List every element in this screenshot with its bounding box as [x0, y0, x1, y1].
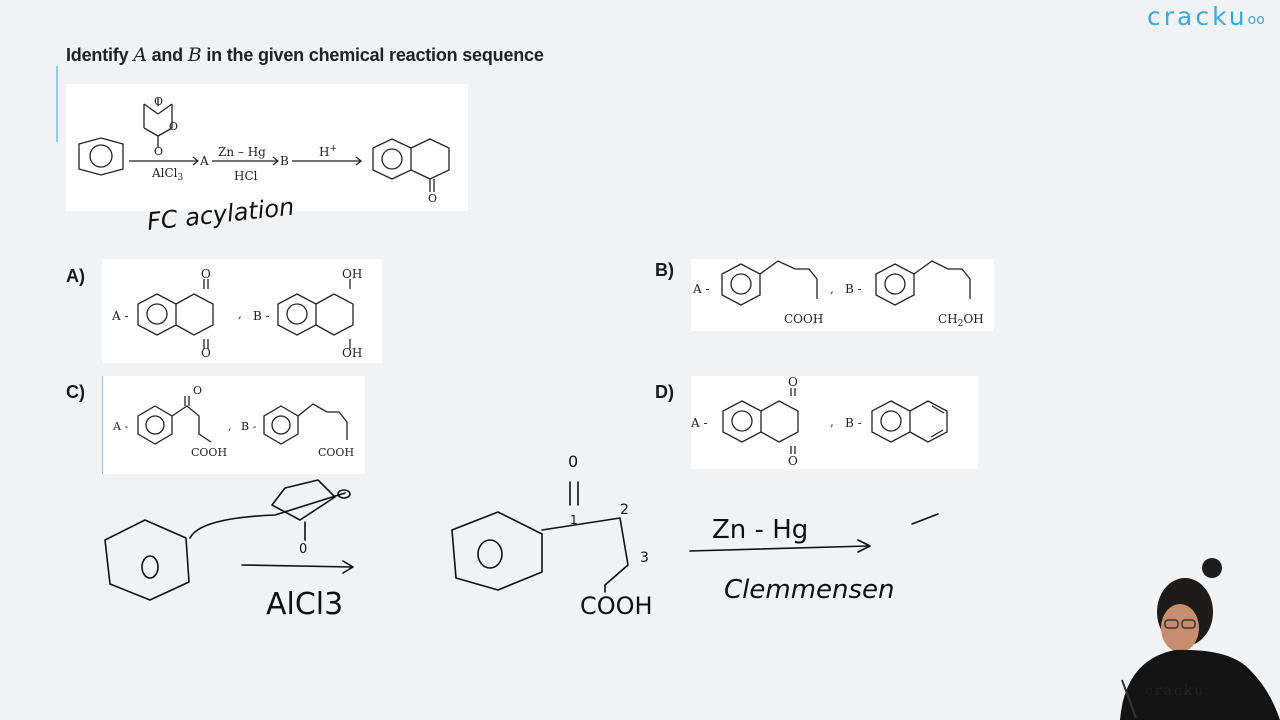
svg-text:OH: OH [342, 346, 362, 360]
svg-text:A -: A - [691, 416, 708, 430]
reagent-h-plus: H [319, 145, 329, 159]
svg-text:COOH: COOH [784, 312, 823, 326]
svg-text:O: O [788, 454, 798, 468]
option-a-label[interactable]: A) [66, 266, 85, 286]
presenter-shirt [1120, 649, 1280, 720]
svg-text:A -: A - [692, 282, 710, 296]
reagent-zn-hg: Zn – Hg [218, 145, 266, 159]
shirt-brand-text: cracku [1145, 683, 1205, 699]
hand-anhydride-sketch [271, 479, 336, 521]
option-c-card[interactable]: A - O COOH , B - COOH [102, 376, 365, 474]
hand-benzene-middle [451, 511, 543, 591]
svg-text:3: 3 [640, 550, 649, 566]
cracku-logo: crackuoo [1147, 2, 1265, 31]
svg-text:O: O [201, 267, 211, 281]
svg-text:,: , [238, 307, 242, 321]
stylus-pen [1121, 679, 1137, 719]
option-a-card[interactable]: A - O O , B - OH OH [102, 259, 382, 363]
hand-clemmensen: Clemmensen [724, 575, 895, 605]
reagent-alcl3: AlCl [151, 166, 178, 180]
hand-benzene-left [104, 519, 190, 601]
presenter-face [1161, 604, 1199, 652]
hand-dash [911, 513, 939, 525]
anhydride-o-ring: O [169, 120, 178, 133]
hand-alcl3: AlCl3 [266, 587, 343, 622]
question-accent-bar [56, 66, 58, 142]
option-d-card[interactable]: A - O O , B - [691, 376, 978, 469]
svg-text:O: O [193, 384, 202, 397]
svg-text:O: O [788, 376, 798, 389]
hand-anhydride-o [337, 489, 351, 499]
svg-text:B -: B - [845, 282, 862, 296]
question-title: Identify A and B in the given chemical r… [66, 44, 544, 66]
svg-text:0: 0 [299, 542, 307, 557]
svg-text:O: O [201, 346, 211, 360]
svg-text:OH: OH [342, 267, 362, 281]
presenter-hair-bun [1202, 558, 1222, 578]
svg-text:COOH: COOH [191, 446, 227, 459]
svg-text:CH2OH: CH2OH [938, 312, 984, 329]
svg-text:,: , [830, 282, 834, 296]
product-o: O [428, 192, 437, 205]
anhydride-o-top: O [154, 95, 163, 108]
svg-text:B -: B - [253, 309, 270, 323]
option-d-label[interactable]: D) [655, 382, 674, 402]
svg-text:,: , [830, 415, 834, 429]
presenter-video: cracku [1100, 550, 1280, 720]
svg-text:B -: B - [845, 416, 862, 430]
label-b: B [280, 154, 289, 168]
option-b-card[interactable]: A - COOH , B - CH2OH [691, 259, 994, 331]
hand-benzene-left-circle [141, 555, 159, 579]
svg-text:AlCl3: AlCl3 [151, 166, 184, 183]
hand-arrow-left [241, 564, 353, 568]
hand-o-middle: 0 [568, 452, 578, 471]
brand-tail: oo [1247, 12, 1265, 28]
reaction-scheme: O O O AlCl3 A Zn – Hg HCl B H+ O [66, 84, 468, 211]
svg-text:A -: A - [112, 420, 128, 433]
hand-zn-hg: Zn - Hg [712, 515, 808, 545]
hand-arrow-right [689, 545, 869, 552]
svg-text:1: 1 [570, 513, 578, 527]
anhydride-o-bottom: O [154, 145, 163, 158]
fc-acylation-note: FC acylation [146, 193, 296, 236]
brand-name: cracku [1147, 2, 1248, 31]
option-b-label[interactable]: B) [655, 260, 674, 280]
label-a: A [199, 154, 209, 168]
option-c-label[interactable]: C) [66, 382, 85, 402]
svg-text:,: , [228, 420, 232, 433]
svg-text:H+: H+ [319, 144, 337, 159]
hand-chain-middle [541, 517, 629, 593]
svg-text:2: 2 [620, 502, 629, 518]
svg-text:A -: A - [111, 309, 129, 323]
svg-text:COOH: COOH [318, 446, 354, 459]
hand-cooh: COOH [580, 592, 653, 620]
svg-text:B -: B - [241, 420, 257, 433]
hand-bond-left [189, 492, 346, 539]
hand-benzene-middle-circle [477, 539, 503, 569]
reagent-hcl: HCl [234, 169, 258, 183]
